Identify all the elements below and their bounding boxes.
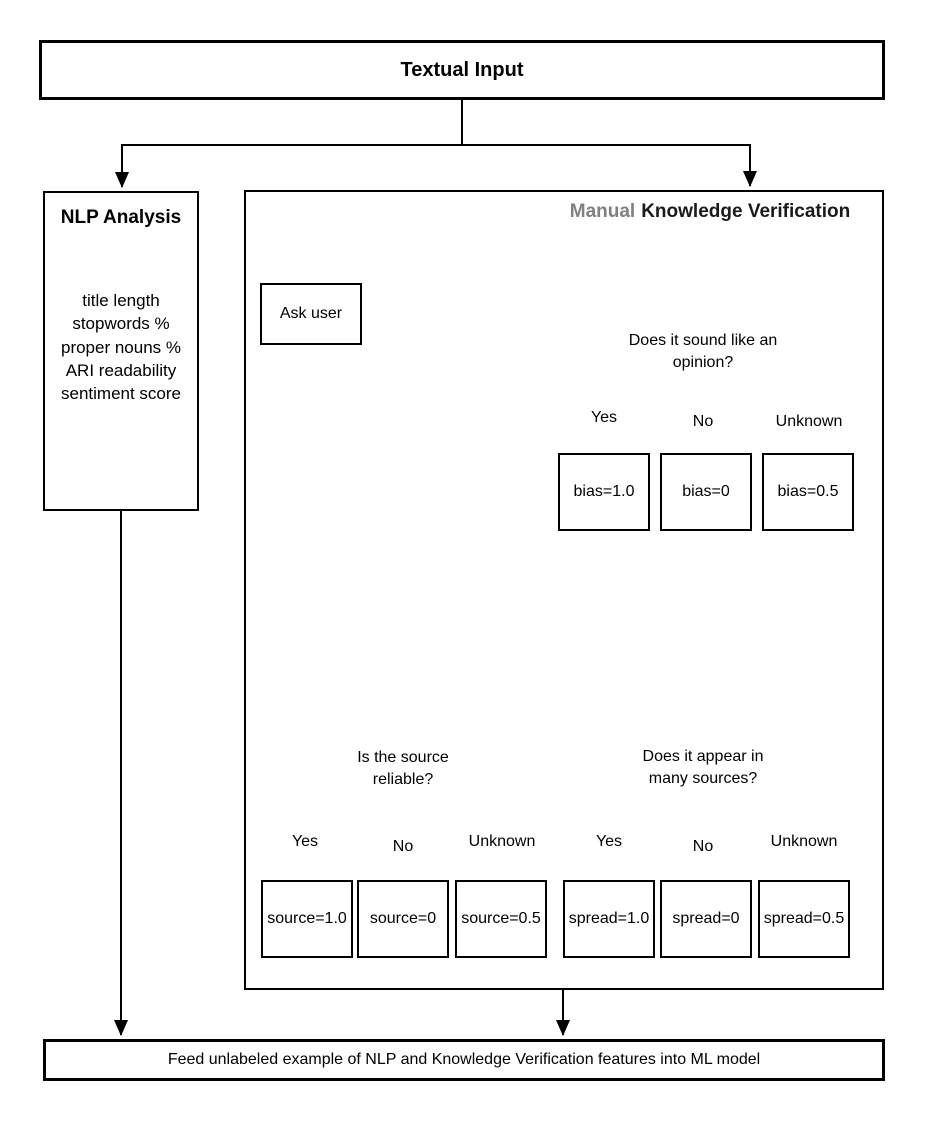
nlp-feature-line: ARI readability [65, 360, 177, 380]
nlp-analysis-box: NLP Analysis title length stopwords % pr… [43, 191, 199, 511]
result-box-spread-yes: spread=1.0 [563, 880, 655, 958]
result-label: source=0.5 [461, 910, 541, 927]
branch-label-source-yes: Yes [288, 833, 322, 850]
branch-label-opinion-yes: Yes [587, 409, 621, 426]
result-box-bias-no: bias=0 [660, 453, 752, 531]
result-box-source-yes: source=1.0 [261, 880, 353, 958]
result-label: spread=0 [672, 910, 740, 927]
question-source: Is the source reliable? [357, 749, 449, 788]
result-box-spread-no: spread=0 [660, 880, 752, 958]
nlp-feature-line: stopwords % [72, 314, 170, 334]
nlp-feature-line: title length [82, 291, 160, 310]
result-label: source=1.0 [267, 910, 347, 927]
result-box-spread-unknown: spread=0.5 [758, 880, 850, 958]
branch-label-spread-no: No [689, 838, 717, 855]
result-box-bias-yes: bias=1.0 [558, 453, 650, 531]
branch-label-opinion-unknown: Unknown [772, 413, 846, 430]
result-label: bias=0 [682, 483, 730, 500]
result-box-source-no: source=0 [357, 880, 449, 958]
branch-label-opinion-no: No [689, 413, 717, 430]
nlp-feature-line: sentiment score [61, 384, 181, 404]
result-label: bias=1.0 [573, 483, 635, 500]
branch-label-spread-unknown: Unknown [767, 833, 841, 850]
branch-label-source-unknown: Unknown [465, 833, 539, 850]
manual-label: Manual [569, 201, 636, 222]
ml-model-output-label: Feed unlabeled example of NLP and Knowle… [167, 1051, 761, 1068]
branch-label-spread-yes: Yes [592, 833, 626, 850]
nlp-analysis-title: NLP Analysis [60, 207, 182, 228]
result-label: source=0 [369, 910, 437, 927]
connector-input-to-nlp [115, 100, 463, 188]
nlp-feature-list: title length stopwords % proper nouns % … [45, 289, 197, 405]
ml-model-output-box: Feed unlabeled example of NLP and Knowle… [43, 1039, 885, 1081]
ask-user-label: Ask user [279, 305, 343, 322]
textual-input-label: Textual Input [400, 58, 524, 81]
result-label: spread=0.5 [763, 910, 845, 927]
question-opinion: Does it sound like an opinion? [628, 332, 778, 371]
result-box-bias-unknown: bias=0.5 [762, 453, 854, 531]
ask-user-box: Ask user [260, 283, 362, 345]
result-label: bias=0.5 [777, 483, 839, 500]
nlp-feature-line: proper nouns % [60, 337, 182, 357]
textual-input-box: Textual Input [39, 40, 885, 100]
branch-label-source-no: No [389, 838, 417, 855]
knowledge-verification-label: Knowledge Verification [641, 201, 851, 222]
result-label: spread=1.0 [568, 910, 650, 927]
question-spread: Does it appear in many sources? [642, 748, 764, 787]
result-box-source-unknown: source=0.5 [455, 880, 547, 958]
connector-input-to-verification [462, 144, 757, 187]
